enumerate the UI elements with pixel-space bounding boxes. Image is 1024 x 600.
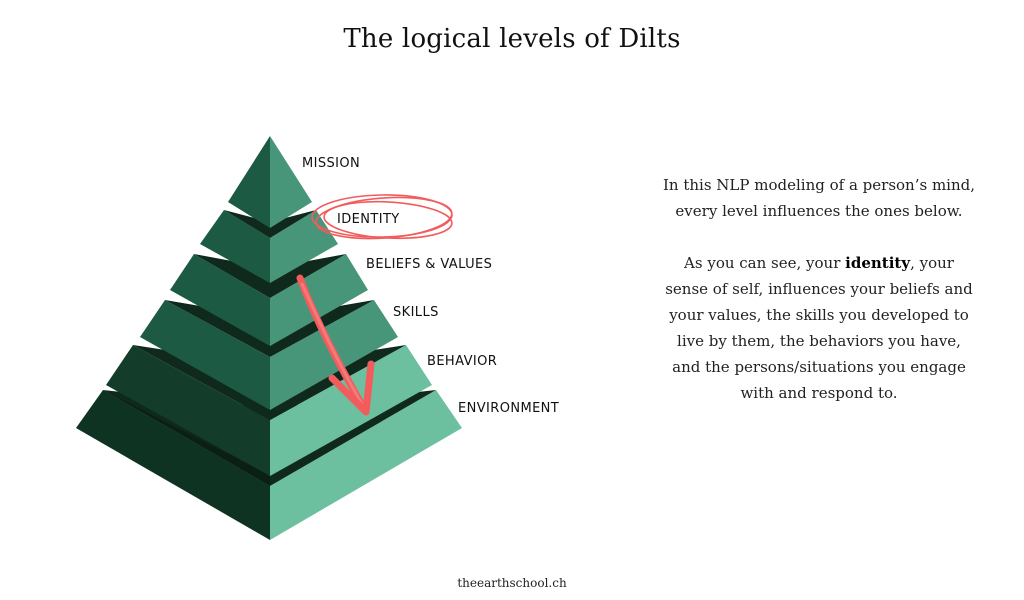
beliefs-values-left-face — [170, 254, 270, 346]
paragraph-2-intro: As you can see, your — [684, 254, 846, 272]
dilts-pyramid-diagram: MISSION IDENTITY BELIEFS & VALUES SKILLS… — [76, 136, 559, 540]
influence-arrow — [296, 274, 375, 416]
beliefs-values-right-face — [270, 254, 368, 346]
identity-highlight-circle — [311, 194, 453, 240]
level-label-behavior: BEHAVIOR — [427, 354, 497, 369]
level-label-identity: IDENTITY — [337, 212, 400, 227]
page-title: The logical levels of Dilts — [343, 24, 681, 54]
level-label-beliefs-values: BELIEFS & VALUES — [366, 257, 492, 272]
identity-emphasis: identity — [845, 254, 911, 272]
environment-right-face — [270, 390, 462, 540]
environment-band-shadow — [103, 390, 270, 486]
level-label-environment: ENVIRONMENT — [458, 401, 559, 416]
level-mission-tier — [228, 136, 312, 228]
skills-left-face — [140, 300, 270, 410]
behavior-right-face — [270, 345, 432, 476]
footer-credit: theearthschool.ch — [457, 576, 567, 590]
paragraph-2-rest: , your sense of self, influences your be… — [665, 254, 973, 402]
behavior-left-face — [106, 345, 270, 476]
description-paragraph-1: In this NLP modeling of a person’s mind,… — [663, 176, 975, 220]
mission-left-face — [228, 136, 270, 228]
mission-right-face — [270, 136, 312, 228]
level-label-mission: MISSION — [302, 156, 360, 171]
environment-left-face — [76, 390, 270, 540]
description-text: In this NLP modeling of a person’s mind,… — [662, 172, 976, 432]
level-label-skills: SKILLS — [393, 305, 439, 320]
identity-left-face — [200, 210, 270, 283]
description-paragraph-2: As you can see, your identity, your sens… — [662, 250, 976, 406]
